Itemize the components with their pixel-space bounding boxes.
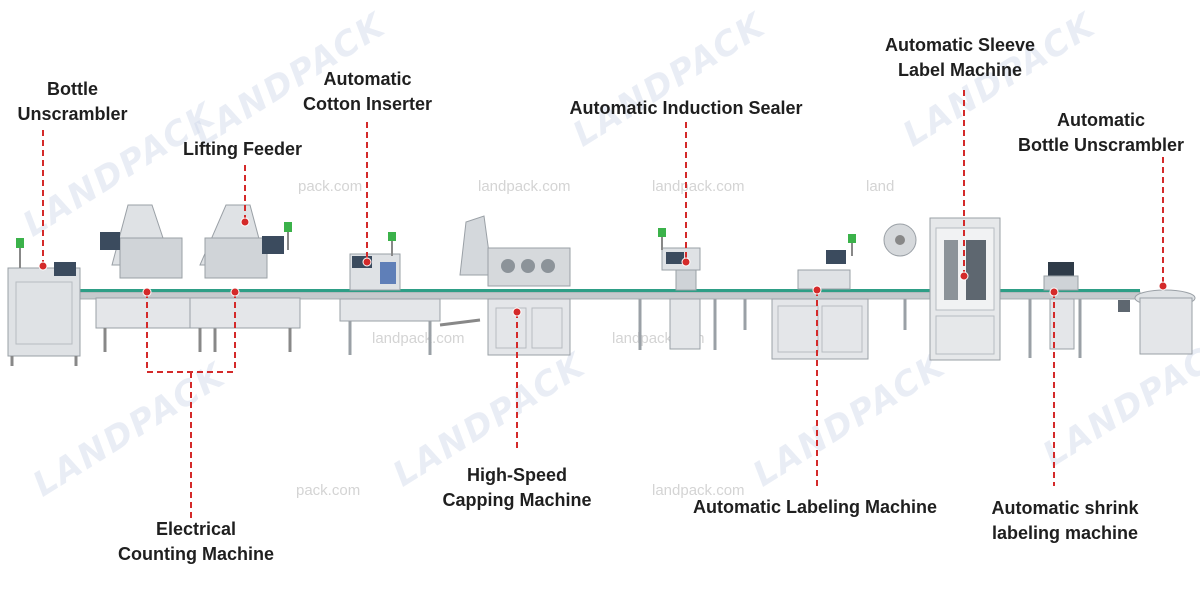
machine-bottle-unscrambler: [7, 238, 81, 366]
label-line: Automatic: [323, 69, 412, 89]
label-line: Lifting Feeder: [182, 139, 302, 159]
watermark-url: land: [866, 178, 895, 195]
label-line: Automatic shrink: [991, 498, 1139, 518]
label-line: Label Machine: [897, 60, 1023, 80]
label-line: Automatic: [1056, 110, 1145, 130]
label-sleeve-label-machine: Automatic Sleeve Label Machine: [870, 33, 1050, 83]
watermark-url: pack.com: [296, 482, 361, 499]
watermark-url: landpack.com: [478, 178, 571, 195]
watermark-url: landpack.com: [652, 482, 745, 499]
machine-counting-1: [95, 204, 227, 352]
machine-auto-bottle-unscrambler: [1118, 289, 1196, 355]
label-line: Electrical: [155, 519, 237, 539]
label-line: High-Speed: [466, 465, 567, 485]
leader-lines: [42, 90, 1164, 518]
watermark-url: pack.com: [298, 178, 363, 195]
label-labeling-machine: Automatic Labeling Machine: [680, 495, 950, 520]
leader-dots: [38, 217, 1168, 317]
label-capping-machine: High-Speed Capping Machine: [432, 463, 602, 513]
label-counting-machine: Electrical Counting Machine: [110, 517, 282, 567]
watermark-url: landpack.com: [372, 330, 465, 347]
machine-cotton-inserter: [339, 232, 441, 322]
machine-labeling: [771, 234, 869, 360]
label-line: Automatic Induction Sealer: [569, 98, 803, 118]
label-line: Bottle: [47, 79, 98, 99]
label-shrink-labeling-machine: Automatic shrink labeling machine: [975, 496, 1155, 546]
label-line: Counting Machine: [118, 544, 274, 564]
label-line: Cotton Inserter: [302, 94, 432, 114]
machine-capping: [439, 215, 571, 356]
machine-counting-2: [189, 204, 301, 352]
label-bottle-unscrambler: Bottle Unscrambler: [0, 77, 145, 127]
label-line: labeling machine: [991, 523, 1139, 543]
label-cotton-inserter: Automatic Cotton Inserter: [285, 67, 450, 117]
label-line: Capping Machine: [442, 490, 592, 510]
label-induction-sealer: Automatic Induction Sealer: [550, 96, 822, 121]
machine-induction-sealer: [658, 228, 701, 350]
label-auto-bottle-unscrambler: Automatic Bottle Unscrambler: [1005, 108, 1197, 158]
machine-sleeve-label: [883, 217, 1001, 361]
conveyor-belt: [80, 289, 1140, 292]
label-line: Automatic Labeling Machine: [692, 497, 938, 517]
label-line: Unscrambler: [17, 104, 128, 124]
label-line: Automatic Sleeve: [884, 35, 1036, 55]
label-lifting-feeder: Lifting Feeder: [160, 137, 325, 162]
label-line: Bottle Unscrambler: [1017, 135, 1185, 155]
watermark-url: landpack.com: [652, 178, 745, 195]
machine-shrink-labeling: [1043, 262, 1079, 350]
